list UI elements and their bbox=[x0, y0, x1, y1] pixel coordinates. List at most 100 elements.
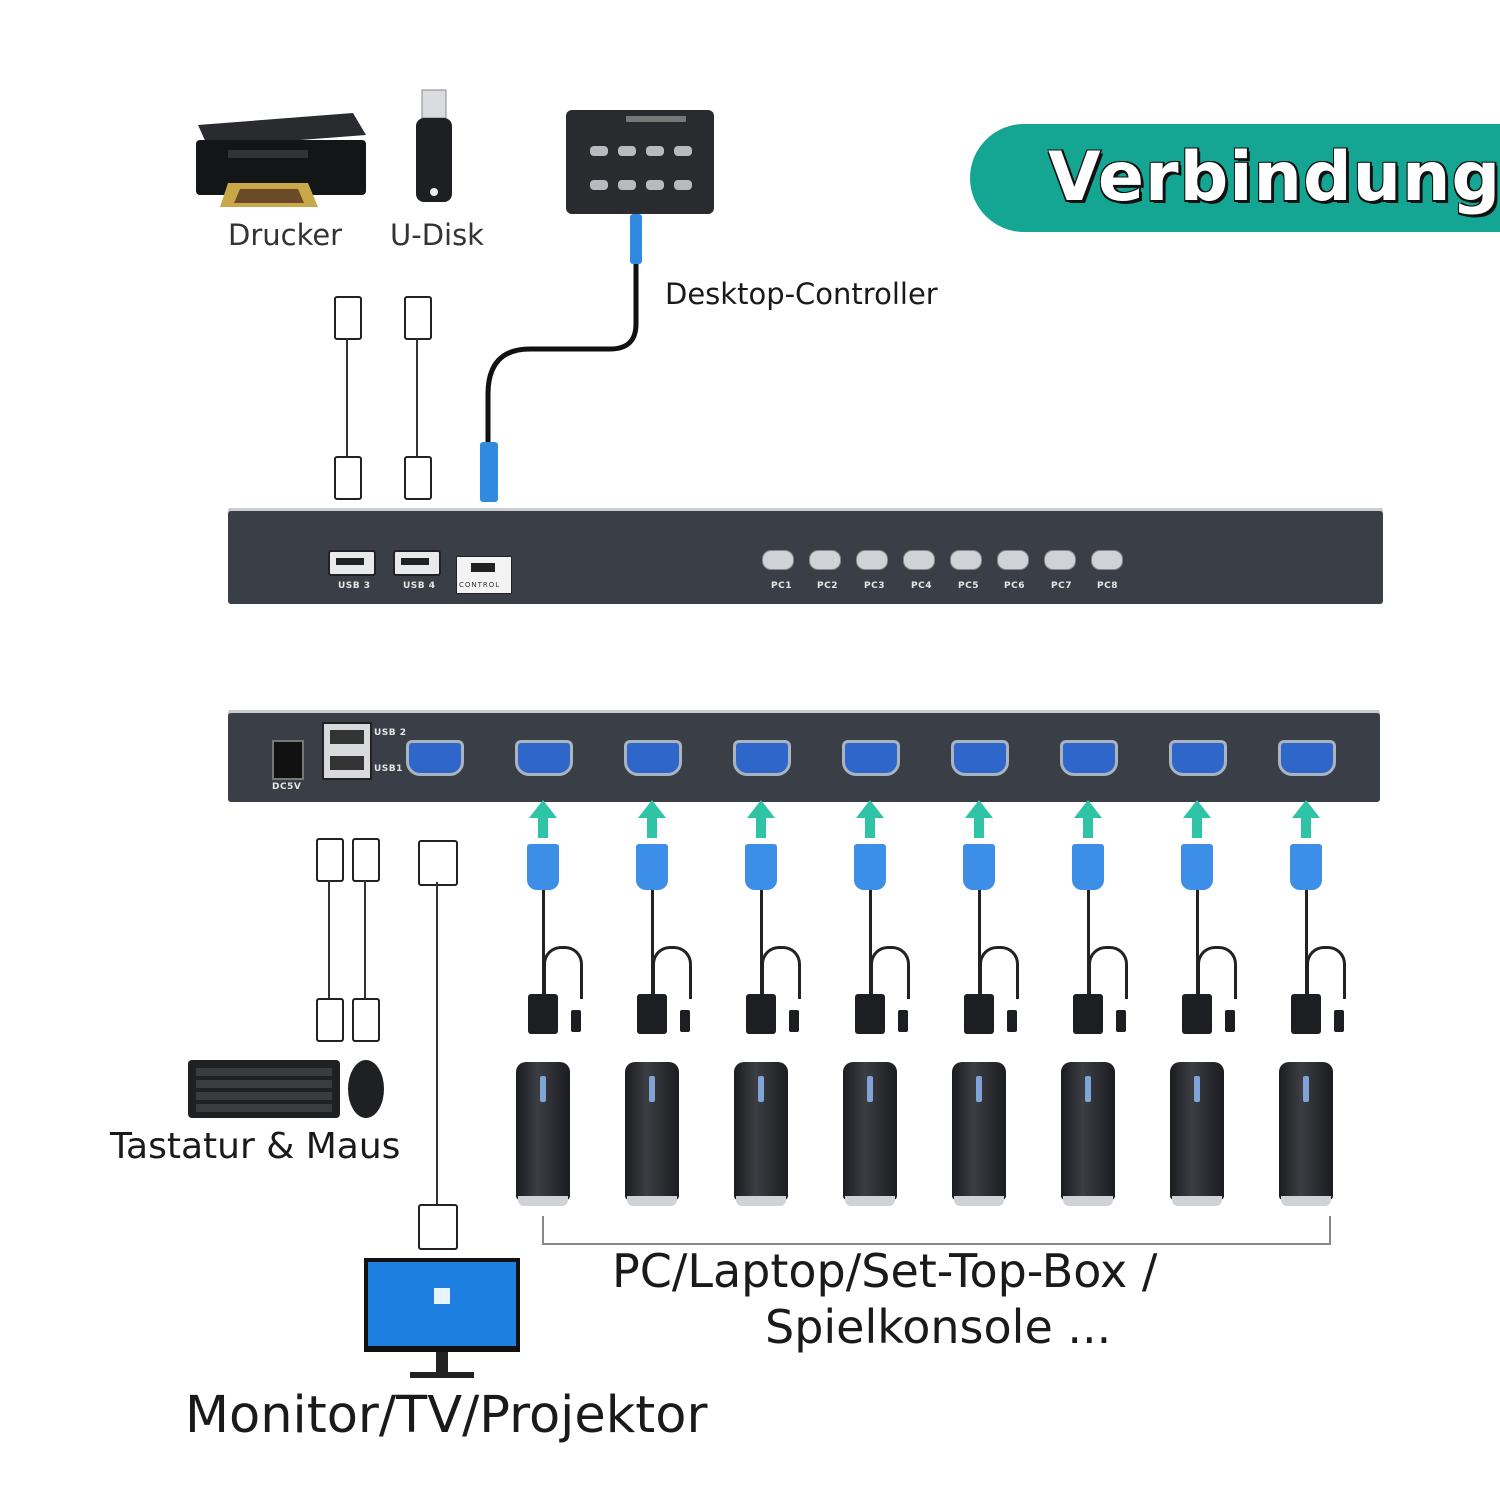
usb-cable-plug-icon bbox=[316, 838, 344, 882]
usb4-port[interactable] bbox=[393, 550, 441, 576]
kvm-cable-line bbox=[869, 890, 872, 994]
vga-plug-icon bbox=[855, 994, 885, 1034]
kvm-cable-vga-plug-icon bbox=[963, 844, 995, 890]
pc-logo-icon bbox=[976, 1076, 982, 1102]
pc8-label: PC8 bbox=[1097, 581, 1118, 591]
pc-logo-icon bbox=[1303, 1076, 1309, 1102]
udisk-label: U-Disk bbox=[390, 218, 484, 252]
monitor-icon bbox=[364, 1258, 520, 1378]
usb-plug-icon bbox=[789, 1010, 799, 1032]
pc1-button[interactable] bbox=[762, 550, 794, 570]
monitor-label: Monitor/TV/Projektor bbox=[185, 1386, 708, 1445]
vga-plug-icon bbox=[746, 994, 776, 1034]
computers-label-line1: PC/Laptop/Set-Top-Box / bbox=[612, 1244, 1158, 1298]
pc-logo-icon bbox=[540, 1076, 546, 1102]
vga-plug-icon bbox=[964, 994, 994, 1034]
pc-foot bbox=[627, 1196, 677, 1206]
usb-dual-port[interactable] bbox=[322, 722, 372, 780]
vga-pc5-port[interactable] bbox=[842, 740, 900, 776]
usb1-label: USB1 bbox=[374, 764, 403, 774]
banner-title: Verbindung bbox=[1048, 138, 1500, 217]
kvm-cable-line bbox=[1087, 890, 1090, 994]
usb2-label: USB 2 bbox=[374, 728, 407, 738]
vga-pc2-port[interactable] bbox=[1169, 740, 1227, 776]
arrow-up-icon bbox=[638, 800, 666, 818]
usb3-port[interactable] bbox=[328, 550, 376, 576]
vga-pc6-port[interactable] bbox=[733, 740, 791, 776]
control-port[interactable]: CONTROL bbox=[456, 556, 512, 594]
pc-logo-icon bbox=[1085, 1076, 1091, 1102]
kvm-cable-line bbox=[651, 890, 654, 994]
pc6-label: PC6 bbox=[1004, 581, 1025, 591]
pc-foot bbox=[736, 1196, 786, 1206]
pc2-button[interactable] bbox=[809, 550, 841, 570]
kvm-cable-vga-plug-icon bbox=[854, 844, 886, 890]
vga-cable-plug-icon bbox=[418, 1204, 458, 1250]
arrow-stem bbox=[1301, 818, 1311, 838]
pc-foot bbox=[518, 1196, 568, 1206]
pc6-button[interactable] bbox=[997, 550, 1029, 570]
printer-icon bbox=[196, 113, 366, 207]
usb-plug-icon bbox=[571, 1010, 581, 1032]
vga-monitor-port[interactable] bbox=[406, 740, 464, 776]
pc1-label: PC1 bbox=[771, 581, 792, 591]
kvm-cable-vga-plug-icon bbox=[636, 844, 668, 890]
vga-pc7-port[interactable] bbox=[624, 740, 682, 776]
vga-cable-line bbox=[436, 882, 438, 1204]
kvm-back-panel: DC5V USB 2 USB1 bbox=[228, 710, 1380, 802]
pc-foot bbox=[845, 1196, 895, 1206]
pc8-button[interactable] bbox=[1091, 550, 1123, 570]
kvm-cable-loop bbox=[543, 946, 583, 999]
pc4-button[interactable] bbox=[903, 550, 935, 570]
kvm-cable-loop bbox=[1088, 946, 1128, 999]
usb-plug-icon bbox=[1007, 1010, 1017, 1032]
arrow-stem bbox=[756, 818, 766, 838]
kvm-cable-line bbox=[1196, 890, 1199, 994]
pc3-button[interactable] bbox=[856, 550, 888, 570]
kvm-cable-vga-plug-icon bbox=[1072, 844, 1104, 890]
arrow-stem bbox=[538, 818, 548, 838]
usb-cable-plug-icon bbox=[404, 456, 432, 500]
controller-label: Desktop-Controller bbox=[665, 277, 938, 311]
usb-plug-icon bbox=[1225, 1010, 1235, 1032]
arrow-up-icon bbox=[529, 800, 557, 818]
kvm-cable-loop bbox=[979, 946, 1019, 999]
usb-cable-line bbox=[416, 338, 418, 456]
arrow-up-icon bbox=[856, 800, 884, 818]
arrow-stem bbox=[647, 818, 657, 838]
keyboard-icon bbox=[188, 1060, 384, 1118]
vga-pc4-port[interactable] bbox=[951, 740, 1009, 776]
arrow-up-icon bbox=[1292, 800, 1320, 818]
kvm-cable-line bbox=[1305, 890, 1308, 994]
kvm-cable-loop bbox=[652, 946, 692, 999]
arrow-stem bbox=[1192, 818, 1202, 838]
arrow-up-icon bbox=[965, 800, 993, 818]
pc-foot bbox=[1063, 1196, 1113, 1206]
arrow-stem bbox=[974, 818, 984, 838]
pc-foot bbox=[954, 1196, 1004, 1206]
usb-plug-icon bbox=[1116, 1010, 1126, 1032]
kvm-cable-loop bbox=[761, 946, 801, 999]
dc-power-port[interactable] bbox=[272, 740, 304, 780]
computers-label-line2: Spielkonsole ... bbox=[765, 1300, 1112, 1354]
pc-foot bbox=[1172, 1196, 1222, 1206]
kvm-cable-line bbox=[542, 890, 545, 994]
dc-label: DC5V bbox=[272, 782, 302, 792]
vga-plug-icon bbox=[1073, 994, 1103, 1034]
arrow-up-icon bbox=[1074, 800, 1102, 818]
kvm-cable-vga-plug-icon bbox=[1181, 844, 1213, 890]
pc5-button[interactable] bbox=[950, 550, 982, 570]
pc7-button[interactable] bbox=[1044, 550, 1076, 570]
vga-pc8-port[interactable] bbox=[515, 740, 573, 776]
arrow-stem bbox=[1083, 818, 1093, 838]
desktop-controller-icon bbox=[566, 110, 714, 214]
vga-pc1-port[interactable] bbox=[1278, 740, 1336, 776]
pc-foot bbox=[1281, 1196, 1331, 1206]
vga-plug-icon bbox=[528, 994, 558, 1034]
controller-cable-icon bbox=[480, 214, 642, 502]
arrow-up-icon bbox=[1183, 800, 1211, 818]
vga-pc3-port[interactable] bbox=[1060, 740, 1118, 776]
kvm-cable-vga-plug-icon bbox=[745, 844, 777, 890]
vga-plug-icon bbox=[637, 994, 667, 1034]
pc-logo-icon bbox=[1194, 1076, 1200, 1102]
